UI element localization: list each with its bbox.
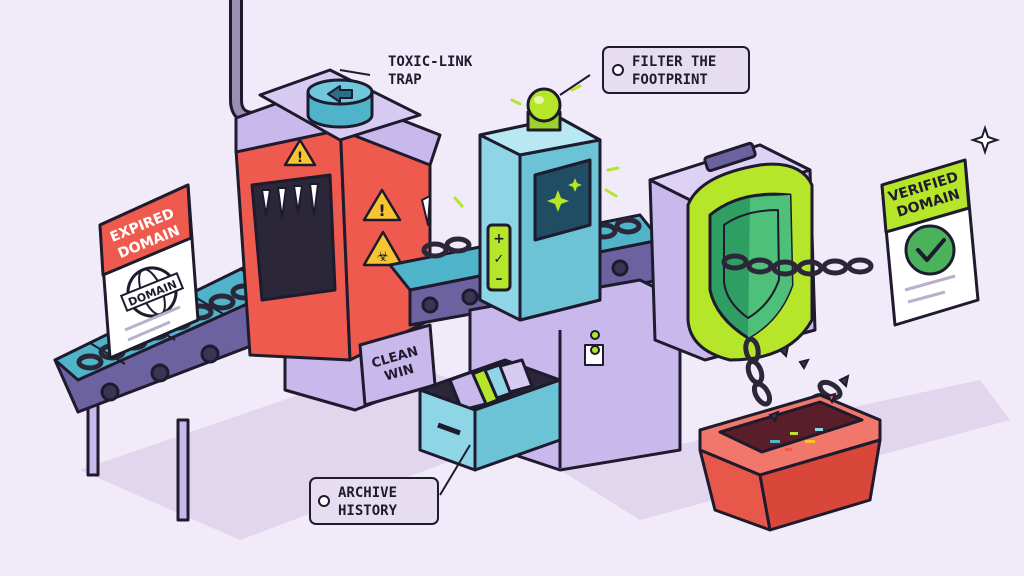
callout-toxic-link-trap: TOXIC-LINK TRAP bbox=[339, 54, 473, 88]
svg-text:!: ! bbox=[297, 150, 303, 166]
svg-text:+: + bbox=[493, 231, 505, 247]
toxic-label-line1: TOXIC-LINK bbox=[388, 54, 473, 70]
filter-label-line1: FILTER THE bbox=[632, 54, 716, 70]
callout-archive-history: ARCHIVE HISTORY bbox=[309, 444, 471, 525]
shield-machine bbox=[648, 141, 817, 362]
warning-icon: ! bbox=[283, 138, 317, 167]
warning-icon: ! bbox=[362, 188, 402, 222]
beacon-rays bbox=[453, 84, 620, 208]
svg-text:–: – bbox=[496, 271, 503, 287]
checkmark-icon bbox=[904, 224, 956, 276]
supply-pipe bbox=[229, 0, 270, 125]
sparkle-icon bbox=[969, 124, 1001, 156]
arrow-button-icon bbox=[327, 85, 353, 103]
filter-scanner-unit: + ✓ – bbox=[468, 87, 682, 472]
toxic-link-trap-machine: ! ! ☣ bbox=[234, 68, 442, 412]
filter-label-line2: FOOTPRINT bbox=[632, 72, 708, 88]
biohazard-icon: ☣ bbox=[362, 230, 404, 267]
svg-text:☣: ☣ bbox=[377, 249, 390, 265]
archive-label-line1: ARCHIVE bbox=[338, 485, 397, 501]
svg-text:!: ! bbox=[378, 201, 385, 220]
globe-icon: DOMAIN bbox=[119, 266, 185, 318]
disposal-bin bbox=[698, 393, 882, 532]
debris-fragments bbox=[768, 344, 850, 424]
sparkle-icon bbox=[547, 178, 582, 212]
callout-filter-footprint: FILTER THE FOOTPRINT bbox=[559, 46, 750, 96]
archive-drawer bbox=[418, 358, 562, 472]
clean-win-plaque: CLEAN WIN bbox=[358, 323, 437, 407]
svg-text:✓: ✓ bbox=[494, 252, 505, 267]
verified-domain-sign: VERIFIED DOMAIN bbox=[880, 124, 1001, 327]
archive-label-line2: HISTORY bbox=[338, 503, 398, 519]
toxic-label-line2: TRAP bbox=[388, 72, 422, 88]
expired-domain-sign: EXPIRED DOMAIN DOMAIN bbox=[98, 183, 200, 360]
